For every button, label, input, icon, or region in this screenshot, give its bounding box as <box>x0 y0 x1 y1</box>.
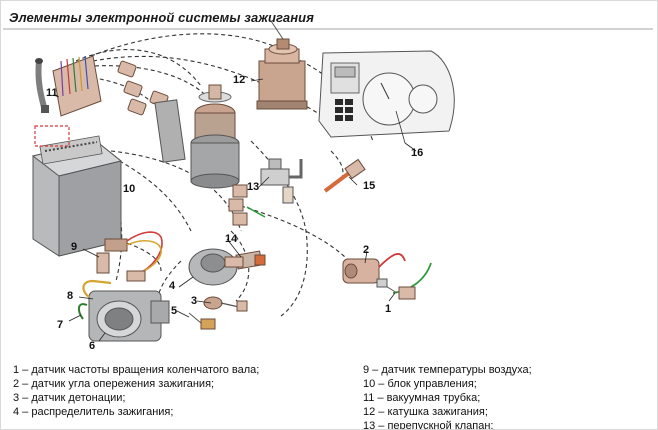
legend-item: 13 – перепускной клапан; <box>363 420 494 430</box>
leader-lines <box>52 78 417 342</box>
callout-15: 15 <box>363 180 375 192</box>
callout-14: 14 <box>225 233 238 245</box>
callout-2: 2 <box>363 244 369 256</box>
control-unit <box>31 135 123 257</box>
legend-item: 2 – датчик угла опережения зажигания; <box>13 378 215 390</box>
callout-5: 5 <box>171 305 177 317</box>
legend-item: 10 – блок управления; <box>363 378 477 390</box>
callout-3: 3 <box>191 295 197 307</box>
sensor-5 <box>188 312 216 330</box>
legend-item: 4 – распределитель зажигания; <box>13 406 174 418</box>
figure-title: Элементы электронной системы зажигания <box>9 10 314 25</box>
title-divider <box>3 28 653 30</box>
callout-8: 8 <box>67 290 73 302</box>
legend-right: 9 – датчик температуры воздуха; 10 – бло… <box>363 363 613 430</box>
legend-item: 11 – вакуумная трубка; <box>363 392 481 404</box>
legend-item: 9 – датчик температуры воздуха; <box>363 364 532 376</box>
callout-6: 6 <box>89 340 95 352</box>
callout-1: 1 <box>385 303 391 315</box>
throttle-body <box>77 279 170 342</box>
callout-13: 13 <box>247 181 259 193</box>
air-temperature-sensor <box>96 231 163 282</box>
ecu-connector <box>34 55 102 147</box>
sensor-15 <box>323 158 366 193</box>
crankshaft-sensors <box>342 253 432 300</box>
knock-sensor <box>203 296 248 312</box>
callout-9: 9 <box>71 241 77 253</box>
legend-item: 3 – датчик детонации; <box>13 392 126 404</box>
callout-7: 7 <box>57 319 63 331</box>
legend-left: 1 – датчик частоты вращения коленчатого … <box>13 363 273 419</box>
mid-connectors <box>228 184 266 226</box>
callout-10: 10 <box>123 183 135 195</box>
callout-4: 4 <box>169 280 176 292</box>
bypass-valve <box>260 158 303 204</box>
ignition-coil <box>256 20 308 110</box>
legend-item: 1 – датчик частоты вращения коленчатого … <box>13 364 260 376</box>
instrument-cluster <box>318 50 455 144</box>
callout-12: 12 <box>233 74 245 86</box>
legend-item: 12 – катушка зажигания; <box>363 406 488 418</box>
ignition-system-diagram: 1 2 3 4 5 6 7 8 9 10 11 12 13 14 15 16 <box>31 20 455 352</box>
callout-16: 16 <box>411 147 423 159</box>
distributor-lower <box>188 248 244 286</box>
callout-11: 11 <box>46 87 58 99</box>
distributor-assembly <box>154 84 240 189</box>
vacuum-tube <box>35 58 49 113</box>
